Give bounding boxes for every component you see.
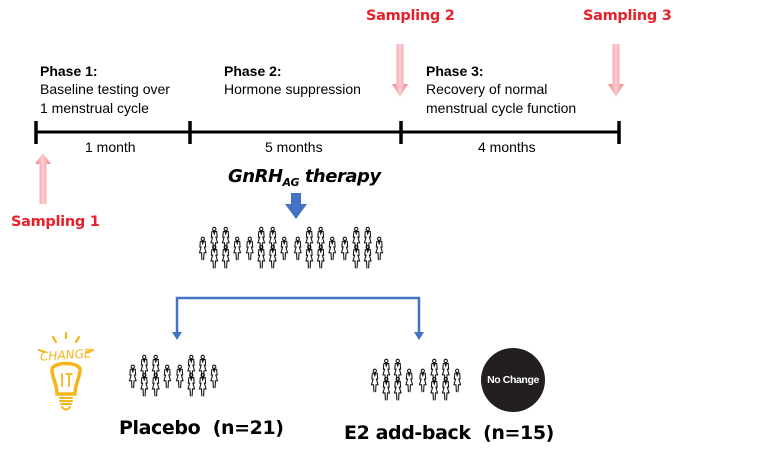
- phase-3-desc-line-1: Recovery of normal: [426, 81, 548, 97]
- person-icon: [441, 376, 450, 401]
- e2-name: E2 add-back: [344, 422, 471, 444]
- therapy-subscript: AG: [282, 176, 300, 189]
- therapy-label: GnRHAG therapy: [228, 166, 381, 189]
- person-icon: [128, 364, 137, 389]
- person-icon: [382, 376, 391, 401]
- person-icon: [363, 226, 372, 251]
- change-text: CHANGE: [40, 346, 93, 364]
- placebo-name: Placebo: [119, 417, 201, 439]
- placebo-n: (n=21): [212, 417, 284, 439]
- person-icon: [140, 372, 149, 397]
- person-icon: [198, 354, 207, 379]
- phase-1-duration: 1 month: [85, 139, 136, 155]
- person-icon: [187, 372, 196, 397]
- change-it-lightbulb-icon: [37, 331, 95, 411]
- person-icon: [163, 364, 172, 389]
- person-icon: [305, 244, 314, 269]
- person-icon: [187, 354, 196, 379]
- sampling-1-label: Sampling 1: [11, 214, 100, 230]
- person-icon: [352, 244, 361, 269]
- person-icon: [375, 236, 384, 261]
- therapy-suffix: therapy: [299, 166, 381, 187]
- person-icon: [210, 226, 219, 251]
- person-icon: [352, 226, 361, 251]
- e2-group-label: E2 add-back (n=15): [344, 422, 554, 444]
- person-icon: [293, 236, 302, 261]
- phase-2-duration: 5 months: [265, 139, 323, 155]
- phase-2-desc-line-1: Hormone suppression: [224, 81, 361, 97]
- phase-3-duration: 4 months: [478, 139, 536, 155]
- person-icon: [430, 358, 439, 383]
- person-icon: [221, 244, 230, 269]
- person-icon: [441, 358, 450, 383]
- person-icon: [151, 372, 160, 397]
- placebo-group-label: Placebo (n=21): [119, 417, 284, 439]
- sampling-2-arrow-icon: [392, 44, 408, 97]
- person-icon: [418, 368, 427, 393]
- phase-3-desc-line-2: menstrual cycle function: [426, 100, 577, 116]
- person-icon: [305, 226, 314, 251]
- phase-3-title: Phase 3:: [426, 63, 484, 79]
- person-icon: [328, 236, 337, 261]
- therapy-main: GnRH: [228, 166, 283, 187]
- person-icon: [140, 354, 149, 379]
- person-icon: [198, 236, 207, 261]
- person-icon: [280, 236, 289, 261]
- person-icon: [233, 236, 242, 261]
- person-icon: [257, 226, 266, 251]
- person-icon: [245, 236, 254, 261]
- person-icon: [268, 226, 277, 251]
- phase-2: Phase 2: Hormone suppression: [224, 62, 361, 99]
- split-arrow-left-head: [172, 332, 182, 340]
- no-change-badge: No Change: [481, 348, 545, 412]
- person-icon: [198, 372, 207, 397]
- person-icon: [363, 244, 372, 269]
- person-icon: [453, 368, 462, 393]
- person-icon: [340, 236, 349, 261]
- person-icon: [405, 368, 414, 393]
- split-arrow-right-head: [414, 332, 424, 340]
- person-icon: [268, 244, 277, 269]
- person-icon: [430, 376, 439, 401]
- person-icon: [210, 244, 219, 269]
- group-split-arrows: [175, 296, 421, 334]
- person-icon: [370, 368, 379, 393]
- person-icon: [210, 364, 219, 389]
- person-icon: [393, 376, 402, 401]
- sampling-2-label: Sampling 2: [366, 8, 455, 24]
- sampling-3-arrow-icon: [608, 44, 624, 97]
- phase-1-title: Phase 1:: [40, 63, 98, 79]
- phase-1-desc-line-1: Baseline testing over: [40, 81, 170, 97]
- person-icon: [175, 364, 184, 389]
- sampling-3-label: Sampling 3: [583, 8, 672, 24]
- e2-n: (n=15): [483, 422, 554, 444]
- person-icon: [316, 226, 325, 251]
- phase-2-title: Phase 2:: [224, 63, 282, 79]
- person-icon: [221, 226, 230, 251]
- phase-1-desc-line-2: 1 menstrual cycle: [40, 100, 149, 116]
- no-change-text: No Change: [487, 374, 539, 386]
- person-icon: [393, 358, 402, 383]
- person-icon: [151, 354, 160, 379]
- sampling-1-arrow-icon: [35, 153, 51, 204]
- person-icon: [316, 244, 325, 269]
- person-icon: [382, 358, 391, 383]
- phase-1: Phase 1: Baseline testing over 1 menstru…: [40, 62, 170, 118]
- person-icon: [257, 244, 266, 269]
- therapy-arrow-icon: [285, 193, 307, 219]
- phase-3: Phase 3: Recovery of normal menstrual cy…: [426, 62, 576, 118]
